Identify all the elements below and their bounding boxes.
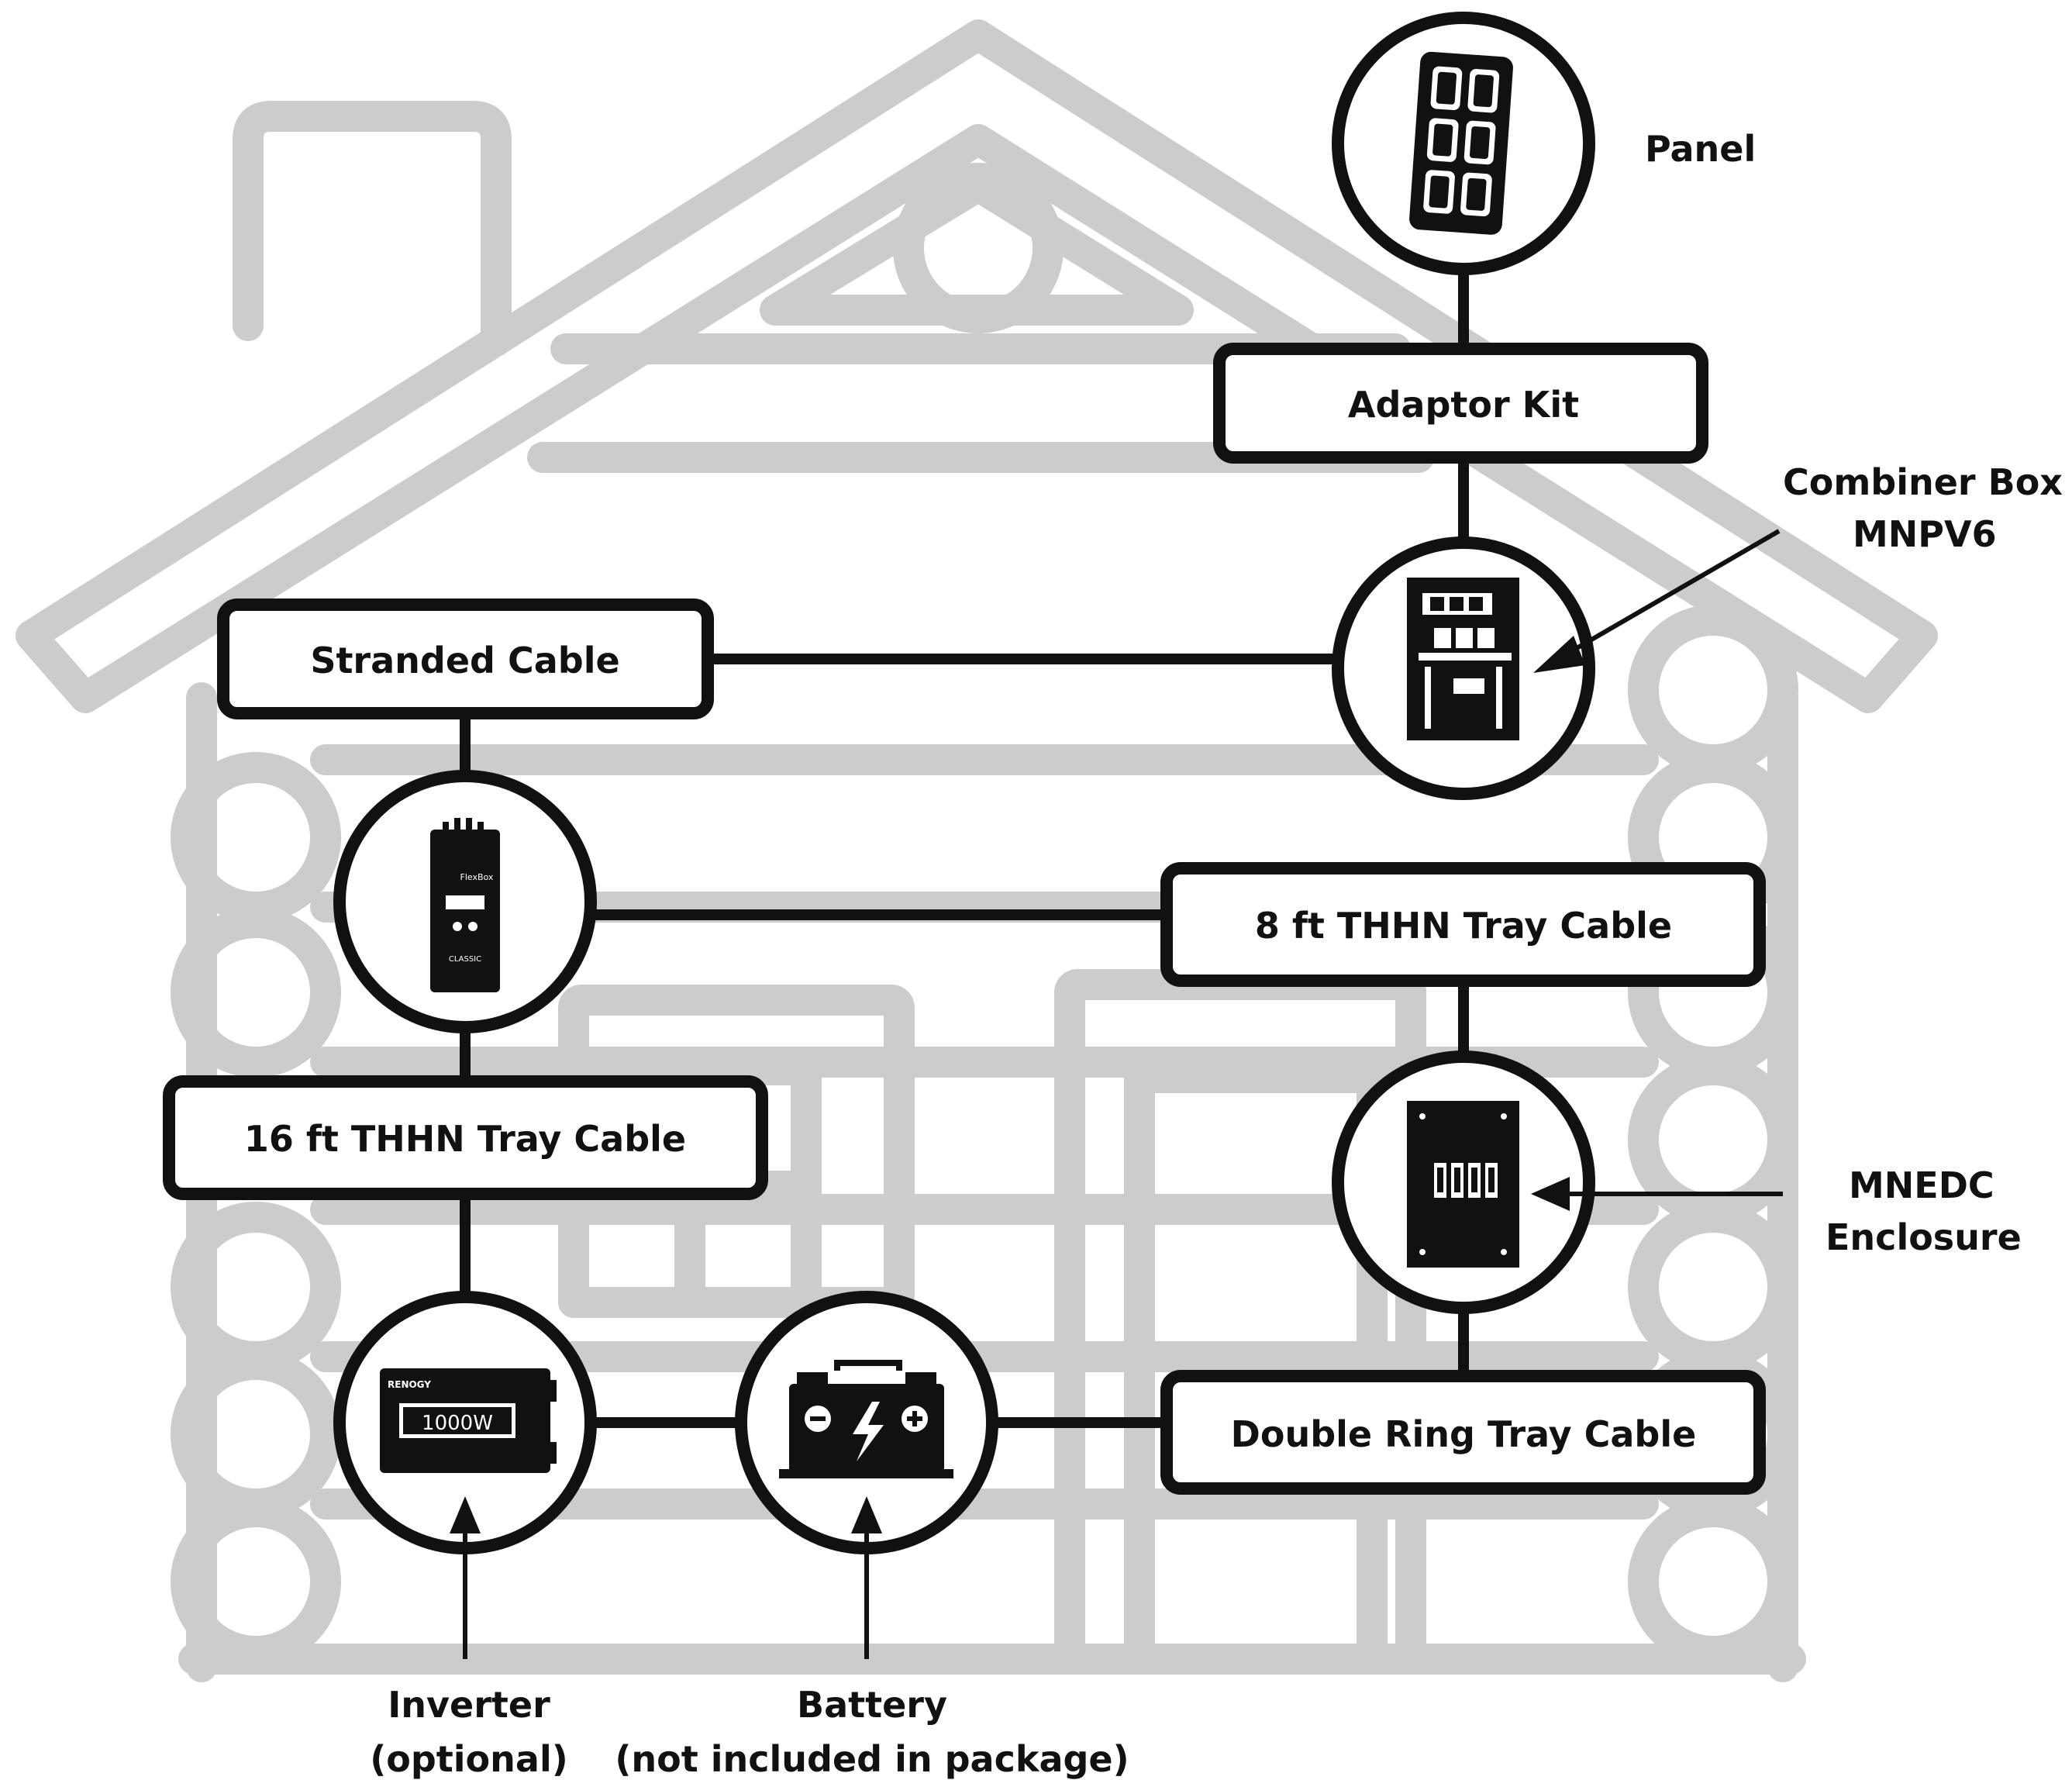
mnedc-node [1332,1050,1595,1314]
battery-label-line1: Battery [797,1684,947,1726]
panel-node [1332,12,1595,275]
combiner-label-line2: MNPV6 [1853,513,1997,555]
combiner-label-line1: Combiner Box [1783,461,2063,503]
battery-label-line2: (not included in package) [615,1738,1129,1780]
combiner-pointer-arrow [1533,529,1781,673]
mnedc-pointer-arrow [1531,1177,1783,1211]
inverter-icon: RENOGY 1000W [380,1368,557,1473]
panel-label: Panel [1645,128,1756,170]
inverter-label-line2: (optional) [370,1738,568,1780]
inverter-rating: 1000W [422,1412,493,1435]
thhn-8ft-label: 8 ft THHN Tray Cable [1255,905,1672,947]
mnedc-label-line2: Enclosure [1825,1216,2022,1258]
charge-controller-node: FlexBox CLASSIC [333,770,597,1033]
battery-pointer-arrow [851,1496,882,1659]
inverter-label-line1: Inverter [388,1684,550,1726]
inverter-node: RENOGY 1000W [333,1291,597,1554]
thhn-8ft-box: 8 ft THHN Tray Cable [1160,862,1766,987]
battery-node [735,1291,998,1554]
controller-brand: FlexBox [460,872,494,882]
dc-enclosure-icon [1407,1101,1519,1268]
charge-controller-icon: FlexBox CLASSIC [430,818,500,992]
adaptor-kit-label: Adaptor Kit [1348,384,1579,426]
thhn-16ft-box: 16 ft THHN Tray Cable [163,1075,768,1200]
combiner-box-node [1332,536,1595,800]
battery-icon [779,1360,953,1478]
double-ring-label: Double Ring Tray Cable [1231,1413,1697,1455]
controller-model: CLASSIC [449,955,481,964]
thhn-16ft-label: 16 ft THHN Tray Cable [244,1118,686,1160]
solar-panel-icon [1409,51,1513,235]
mnedc-label-line1: MNEDC [1849,1164,1994,1206]
combiner-box-icon [1407,578,1519,740]
inverter-pointer-arrow [450,1496,481,1659]
adaptor-kit-box: Adaptor Kit [1213,343,1708,464]
wiring [460,267,1469,1428]
stranded-cable-label: Stranded Cable [310,640,619,681]
double-ring-box: Double Ring Tray Cable [1160,1370,1766,1495]
stranded-cable-box: Stranded Cable [217,599,714,719]
inverter-brand: RENOGY [388,1379,431,1390]
